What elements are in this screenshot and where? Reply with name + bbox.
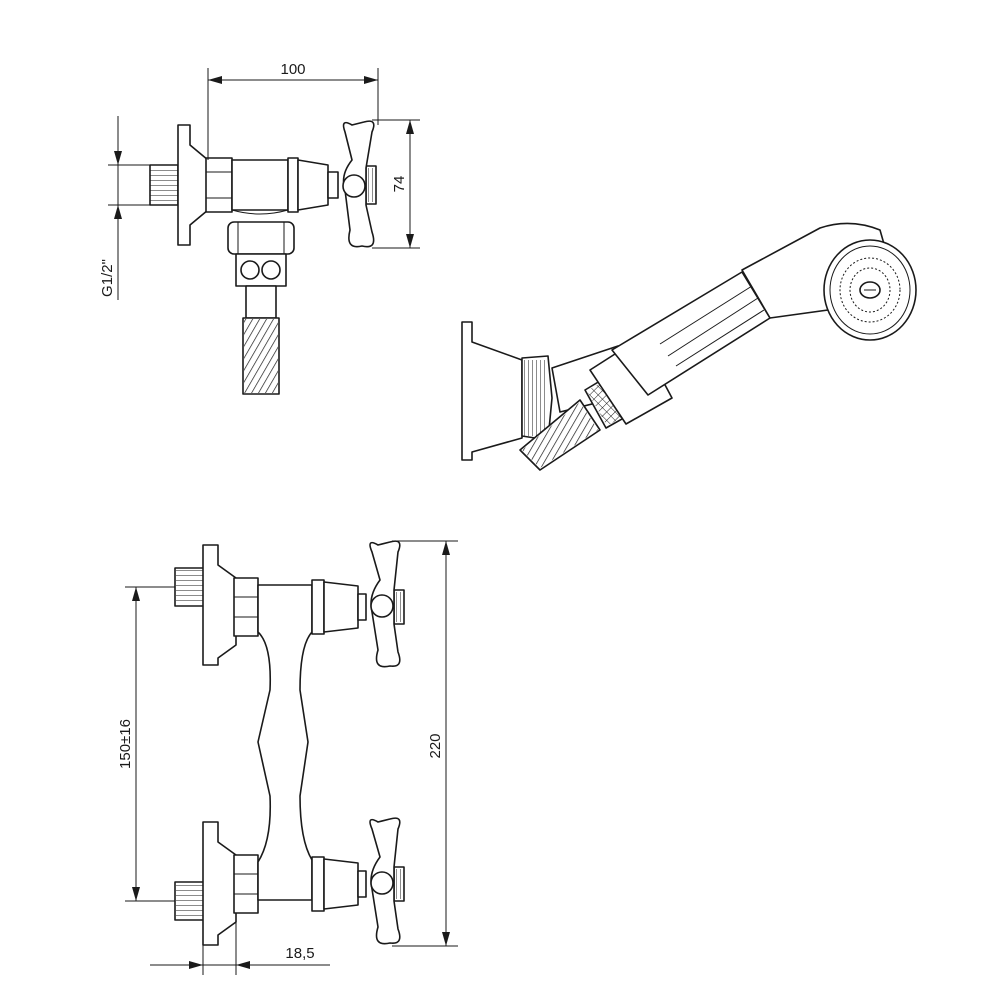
dimension-width: 100 [207,61,379,160]
dimension-spacing: 150±16 [117,586,175,902]
valve-bonnet [287,157,299,213]
mixer-body [257,584,313,901]
hex-nut [205,157,233,213]
wall-flange [177,124,209,246]
dimension-offset-label: 18,5 [285,945,314,962]
top-wall-flange [202,544,237,666]
shower-handle [611,271,771,396]
valve-cone [297,159,329,211]
dimension-height: 74 [372,119,420,249]
dimension-width-label: 100 [280,61,305,78]
dimension-spacing-label: 150±16 [117,719,134,769]
dimension-front-height-label: 220 [427,733,444,758]
dimension-height-label: 74 [391,176,408,193]
dimension-offset: 18,5 [150,922,330,975]
front-view: 220 150±16 18,5 [117,540,458,975]
bracket-flange [461,321,523,461]
dimension-front-height: 220 [392,540,458,947]
dimension-thread-label: G1/2" [99,259,116,297]
side-view: 100 74 G1/2" [99,61,420,395]
bottom-wall-flange [202,821,237,946]
valve-body [231,159,289,211]
dimension-thread: G1/2" [99,116,150,300]
hand-shower-view [461,222,917,471]
